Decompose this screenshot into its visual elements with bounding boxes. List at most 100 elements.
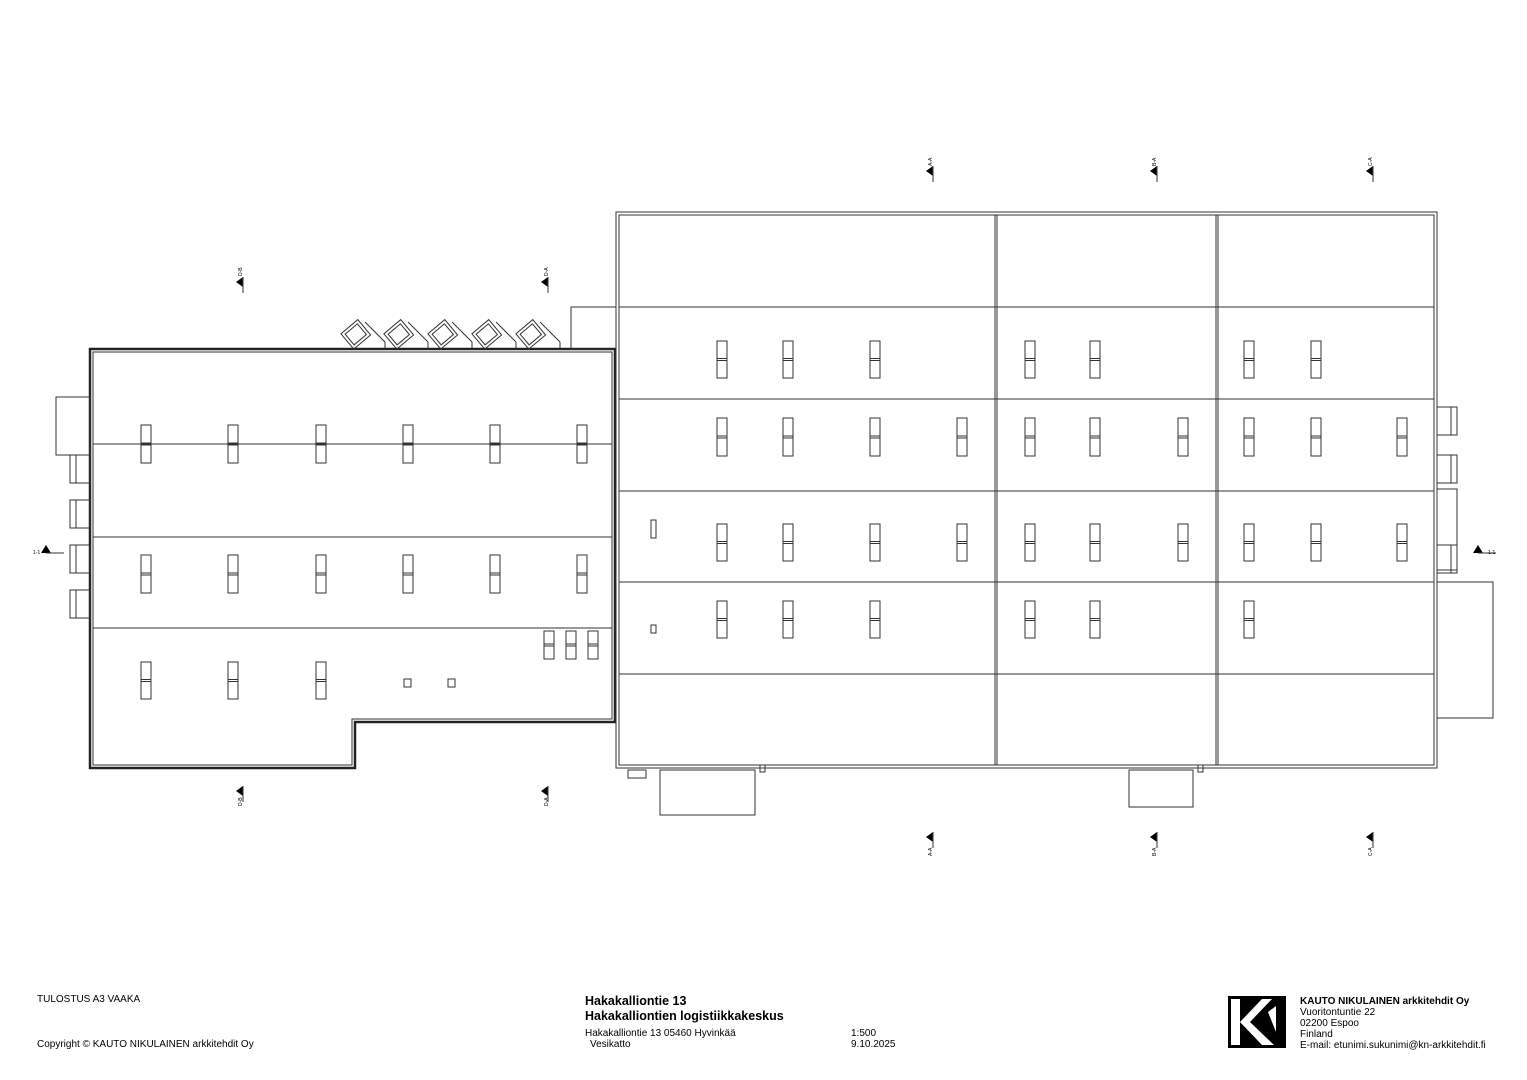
canopy-line bbox=[539, 321, 561, 343]
skylight bbox=[489, 554, 501, 594]
skylight bbox=[869, 600, 881, 639]
skylight bbox=[1089, 340, 1101, 379]
office-email: E-mail: etunimi.sukunimi@kn-arkkitehdit.… bbox=[1300, 1040, 1486, 1051]
section-label-1-1-right: 1-1 bbox=[1488, 550, 1496, 556]
loading-dock bbox=[69, 589, 91, 619]
skylight bbox=[227, 661, 239, 700]
section-marker-icon bbox=[1366, 832, 1373, 842]
canopy-line bbox=[451, 321, 473, 343]
print-note: TULOSTUS A3 VAAKA bbox=[37, 994, 141, 1005]
skylight bbox=[1396, 417, 1408, 457]
drain bbox=[1197, 764, 1204, 773]
skylight bbox=[1024, 600, 1036, 639]
skylight bbox=[782, 523, 794, 562]
office-city: 02200 Espoo bbox=[1300, 1018, 1359, 1029]
skylight bbox=[1089, 417, 1101, 457]
drawing-scale: 1:500 bbox=[851, 1028, 877, 1039]
section-label-ba-bottom: B-A bbox=[1152, 847, 1158, 856]
skylight bbox=[1243, 417, 1255, 457]
drawing-name: Vesikatto bbox=[590, 1039, 631, 1050]
skylight bbox=[956, 417, 968, 457]
skylight bbox=[140, 554, 152, 594]
skylight bbox=[576, 424, 588, 464]
skylight bbox=[716, 340, 728, 379]
annex bbox=[627, 769, 647, 779]
skylight bbox=[782, 417, 794, 457]
skylight bbox=[587, 630, 599, 660]
skylight bbox=[576, 554, 588, 594]
section-label-da-top: D-A bbox=[544, 267, 550, 276]
annex bbox=[1128, 769, 1194, 808]
skylight bbox=[315, 554, 327, 594]
right-building-inner bbox=[618, 214, 1435, 766]
skylight bbox=[1243, 523, 1255, 562]
section-label-db-bottom: D-B bbox=[238, 797, 244, 806]
skylight bbox=[402, 554, 414, 594]
loading-dock bbox=[69, 499, 91, 529]
section-label-aa-bottom: A-A bbox=[928, 847, 934, 856]
roof-hatch bbox=[650, 519, 657, 539]
skylight bbox=[1089, 600, 1101, 639]
skylight bbox=[869, 340, 881, 379]
section-label-ba-top: B-A bbox=[1152, 157, 1158, 166]
section-marker-icon bbox=[541, 786, 548, 796]
annex bbox=[55, 396, 91, 456]
section-marker-icon bbox=[41, 545, 51, 553]
section-label-db-top: D-B bbox=[238, 267, 244, 276]
skylight bbox=[1177, 523, 1189, 562]
skylight bbox=[140, 424, 152, 464]
section-marker-icon bbox=[1473, 545, 1483, 553]
canopy-line bbox=[407, 321, 429, 343]
skylight bbox=[782, 600, 794, 639]
skylight bbox=[956, 523, 968, 562]
section-marker-icon bbox=[236, 786, 243, 796]
skylight bbox=[315, 424, 327, 464]
office-name: KAUTO NIKULAINEN arkkitehdit Oy bbox=[1300, 996, 1470, 1007]
section-label-ca-bottom: C-A bbox=[1368, 847, 1374, 856]
skylight bbox=[227, 554, 239, 594]
roof-hatch bbox=[650, 624, 657, 634]
right-building-outline bbox=[615, 211, 1438, 769]
canopy-line bbox=[364, 321, 386, 343]
loading-dock bbox=[69, 454, 91, 484]
annex bbox=[1436, 581, 1494, 719]
loading-dock bbox=[1436, 544, 1458, 574]
skylight bbox=[402, 424, 414, 464]
skylight bbox=[227, 424, 239, 464]
skylight bbox=[869, 417, 881, 457]
dock-canopy bbox=[427, 318, 459, 350]
skylight bbox=[315, 661, 327, 700]
left-building-outline bbox=[88, 347, 617, 770]
section-marker-icon bbox=[236, 277, 243, 287]
drawing-date: 9.10.2025 bbox=[851, 1039, 896, 1050]
skylight bbox=[782, 340, 794, 379]
skylight bbox=[1310, 523, 1322, 562]
skylight bbox=[1177, 417, 1189, 457]
annex bbox=[659, 769, 756, 816]
section-marker-icon bbox=[1366, 166, 1373, 176]
skylight bbox=[1024, 523, 1036, 562]
roof-hatch bbox=[403, 678, 412, 688]
skylight bbox=[869, 523, 881, 562]
copyright: Copyright © KAUTO NIKULAINEN arkkitehdit… bbox=[37, 1039, 254, 1050]
skylight bbox=[1310, 340, 1322, 379]
project-subtitle: Hakakalliontien logistiikkakeskus bbox=[585, 1009, 784, 1023]
section-marker-icon bbox=[1150, 832, 1157, 842]
canopy-line bbox=[495, 321, 517, 343]
skylight bbox=[140, 661, 152, 700]
dock-canopy bbox=[340, 318, 372, 350]
skylight bbox=[1310, 417, 1322, 457]
drain bbox=[759, 764, 766, 773]
loading-dock bbox=[1436, 454, 1458, 484]
skylight bbox=[1024, 417, 1036, 457]
skylight bbox=[1243, 600, 1255, 639]
section-marker-icon bbox=[926, 832, 933, 842]
skylight bbox=[1243, 340, 1255, 379]
dock-canopy bbox=[471, 318, 503, 350]
loading-dock bbox=[69, 544, 91, 574]
section-marker-icon bbox=[541, 277, 548, 287]
skylight bbox=[1089, 523, 1101, 562]
section-label-1-1-left: 1-1 bbox=[33, 550, 41, 556]
office-country: Finland bbox=[1300, 1029, 1333, 1040]
